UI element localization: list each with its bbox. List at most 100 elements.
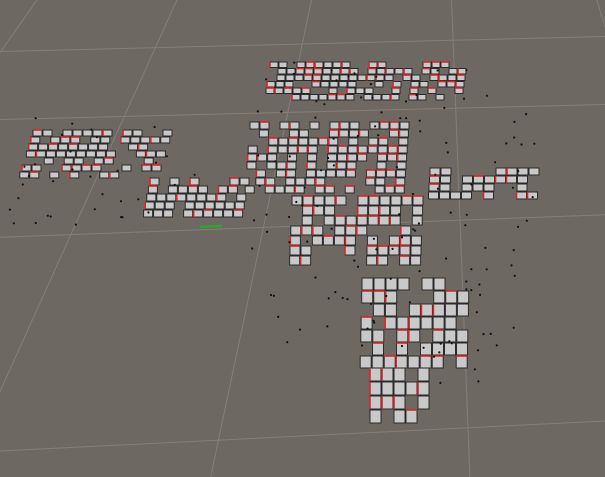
floor-tile <box>60 136 71 144</box>
floor-tile <box>394 68 404 75</box>
floor-tile <box>349 121 360 130</box>
marker-dot <box>520 143 523 146</box>
floor-tile <box>390 195 402 206</box>
floor-tile <box>395 177 406 186</box>
floor-tile <box>301 225 313 236</box>
floor-tile <box>394 185 405 194</box>
floor-tile <box>517 175 528 184</box>
floor-tile <box>432 342 444 356</box>
marker-dot <box>71 168 74 171</box>
floor-tile <box>357 145 368 154</box>
marker-dot <box>517 170 520 173</box>
marker-dot <box>335 79 338 82</box>
marker-dot <box>306 240 309 243</box>
marker-dot <box>314 116 317 119</box>
marker-dot <box>265 78 268 81</box>
marker-dot <box>315 100 318 103</box>
floor-tile <box>70 136 81 144</box>
floor-tile <box>197 185 208 194</box>
floor-tile <box>255 169 266 178</box>
floor-tile <box>259 121 270 130</box>
floor-tile <box>366 255 378 266</box>
floor-tile <box>397 277 410 291</box>
floor-tile <box>186 193 197 202</box>
marker-dot <box>495 344 498 347</box>
floor-tile <box>462 175 473 184</box>
floor-tile <box>213 209 224 218</box>
marker-dot <box>434 173 437 176</box>
marker-dot <box>274 160 277 163</box>
floor-tile <box>290 225 302 236</box>
marker-dot <box>438 351 441 354</box>
floor-tile <box>444 303 457 317</box>
floor-tile <box>420 316 433 330</box>
grid-line <box>0 35 605 53</box>
marker-dot <box>408 301 411 304</box>
marker-dot <box>485 94 488 97</box>
floor-tile <box>389 121 400 130</box>
floor-tile <box>399 255 411 266</box>
floor-tile <box>305 177 316 186</box>
marker-dot <box>258 184 261 187</box>
marker-dot <box>147 211 150 214</box>
marker-dot <box>370 302 373 305</box>
floor-tile <box>267 153 278 162</box>
floor-tile <box>361 277 374 291</box>
floor-tile <box>318 137 329 146</box>
marker-dot <box>314 276 317 279</box>
marker-dot <box>473 368 476 371</box>
marker-dot <box>154 161 158 164</box>
floor-tile <box>324 205 336 216</box>
marker-dot <box>21 183 24 186</box>
floor-tile <box>402 74 412 81</box>
floor-tile <box>408 316 421 330</box>
floor-tile <box>379 121 390 130</box>
floor-tile <box>277 68 287 75</box>
floor-tile <box>286 161 297 170</box>
floor-tile <box>19 171 30 179</box>
marker-dot <box>353 72 356 75</box>
floor-tile <box>338 81 348 88</box>
floor-tile <box>314 185 325 194</box>
floor-tile <box>278 137 289 146</box>
floor-tile <box>323 215 335 226</box>
floor-tile <box>151 164 162 172</box>
floor-tile <box>304 68 314 75</box>
marker-dot <box>417 222 420 225</box>
floor-tile <box>295 68 305 75</box>
floor-tile <box>395 169 406 178</box>
grid-line <box>0 0 178 393</box>
floor-tile <box>122 129 133 137</box>
floor-tile <box>196 193 207 202</box>
marker-dot <box>330 227 333 230</box>
floor-tile <box>313 195 325 206</box>
marker-dot <box>288 215 291 219</box>
floor-tile <box>368 205 380 216</box>
marker-dot <box>366 327 369 330</box>
floor-tile <box>234 201 245 210</box>
marker-dot <box>446 151 449 154</box>
floor-tile <box>456 329 469 343</box>
floor-tile <box>58 143 69 151</box>
floor-tile <box>300 245 312 256</box>
floor-tile <box>361 290 374 304</box>
floor-tile <box>313 68 323 75</box>
floor-tile <box>369 367 382 382</box>
floor-tile <box>440 167 452 176</box>
floor-tiles <box>19 61 540 424</box>
marker-dot <box>165 155 168 158</box>
marker-dot <box>405 117 408 120</box>
floor-tile <box>454 87 464 94</box>
floor-tile <box>373 277 386 291</box>
floor-tile <box>264 185 275 194</box>
floor-tile <box>410 245 422 256</box>
floor-tile <box>368 61 378 68</box>
marker-dot <box>525 219 528 222</box>
marker-dot <box>286 341 289 344</box>
floor-tile <box>369 409 382 424</box>
floor-tile <box>331 68 341 75</box>
floor-tile <box>203 209 214 218</box>
floor-tile <box>495 167 507 176</box>
